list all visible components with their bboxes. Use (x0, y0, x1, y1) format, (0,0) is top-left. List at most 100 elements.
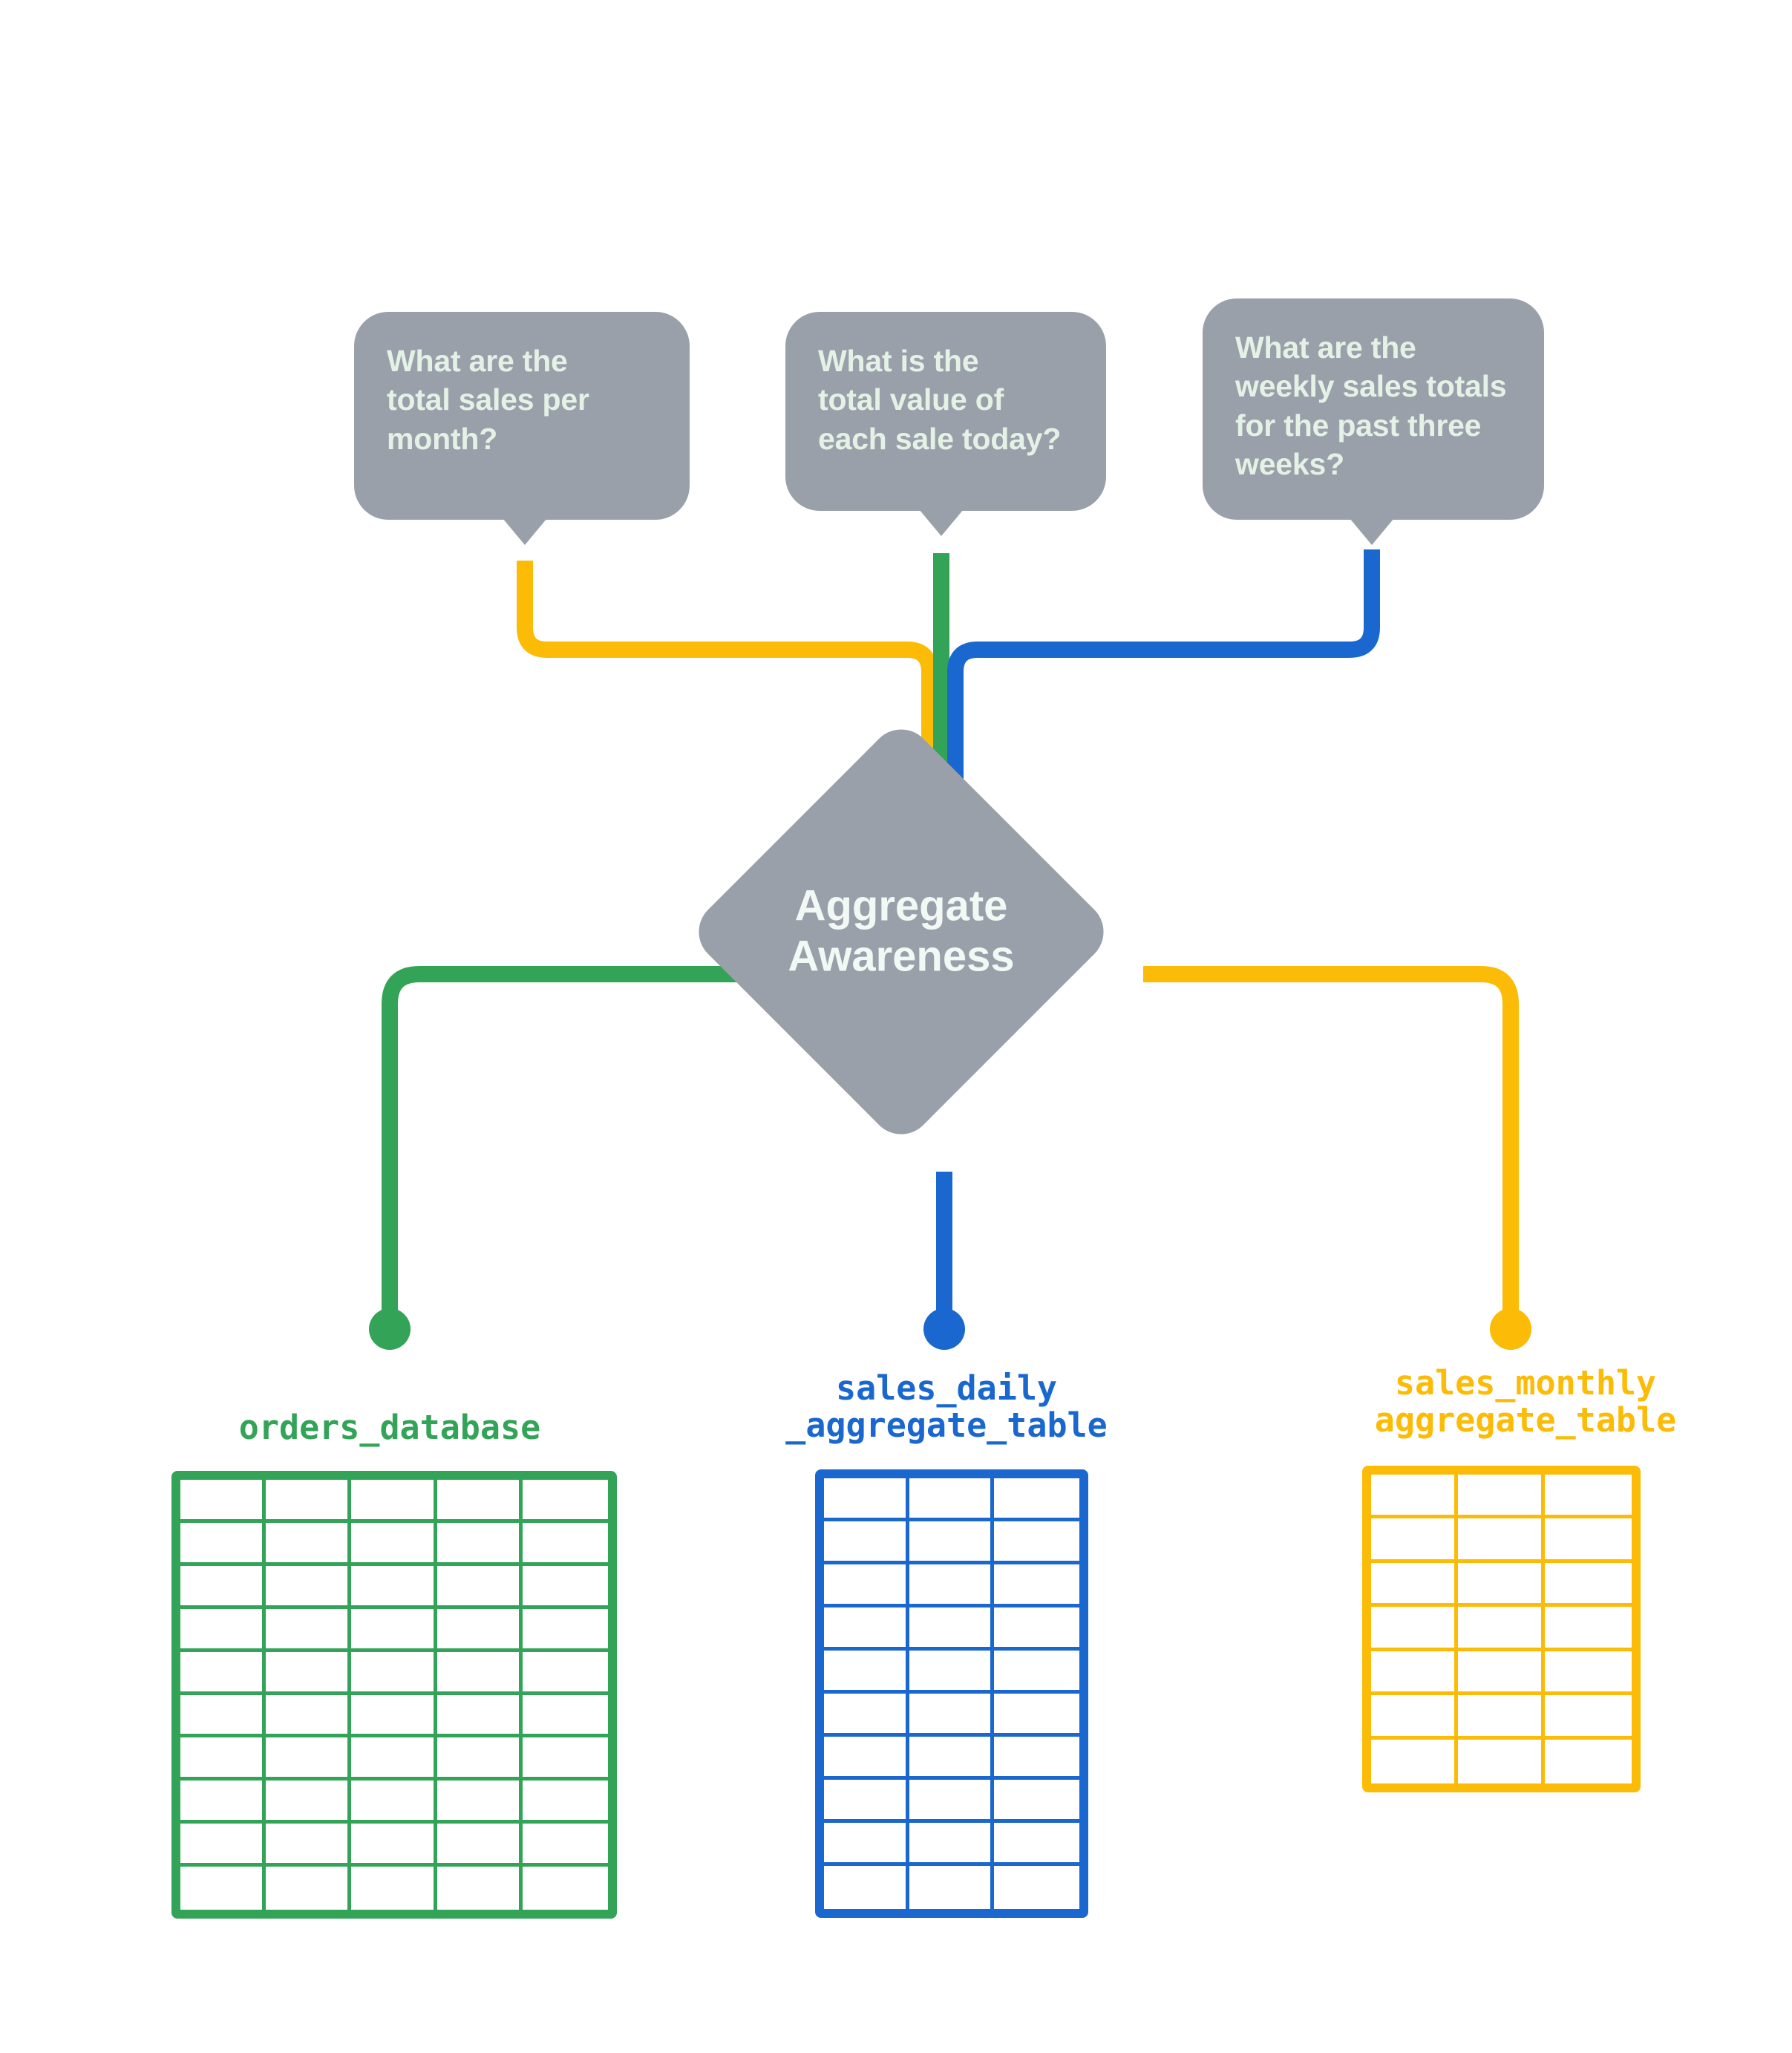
table-cell (1545, 1695, 1632, 1740)
table-cell (1458, 1518, 1545, 1563)
table-cell (994, 1608, 1079, 1651)
question-bubble-daily[interactable]: What is the total value of each sale tod… (785, 312, 1106, 536)
table-cell (1458, 1475, 1545, 1519)
endpoint-dot-blue (923, 1308, 965, 1350)
caption-orders-database: orders_database (238, 1408, 541, 1447)
table-cell (522, 1695, 608, 1738)
table-cell (522, 1480, 608, 1523)
table-cell (1371, 1739, 1458, 1783)
table-cell (351, 1781, 437, 1824)
table-cell (1371, 1695, 1458, 1740)
connector-blue-top (947, 549, 1380, 787)
table-cell (994, 1780, 1079, 1823)
table-cell (436, 1608, 523, 1652)
bubble-tail-icon (503, 518, 547, 545)
table-cell (824, 1651, 909, 1694)
caption-sales-daily-aggregate-table: sales_daily _aggregate_table (785, 1368, 1108, 1446)
table-cell (351, 1824, 437, 1867)
table-cell (351, 1608, 437, 1652)
question-bubble-weekly[interactable]: What are the weekly sales totals for the… (1203, 298, 1544, 545)
table-cell (180, 1737, 266, 1781)
table-cell (180, 1694, 266, 1738)
table-cell (180, 1522, 266, 1566)
table-cell (266, 1651, 352, 1695)
table-cell (1545, 1518, 1632, 1563)
table-sales-daily-aggregate[interactable] (815, 1469, 1088, 1918)
table-cell (351, 1522, 437, 1566)
table-cell (1458, 1607, 1545, 1651)
table-cell (266, 1737, 352, 1781)
aggregate-awareness-node[interactable]: Aggregate Awareness (686, 717, 1116, 1147)
table-cell (351, 1694, 437, 1738)
table-cell (436, 1737, 523, 1781)
table-cell (909, 1608, 995, 1651)
table-cell (522, 1523, 608, 1566)
table-cell (436, 1781, 523, 1824)
table-cell (180, 1480, 266, 1523)
diamond-shape-icon (686, 717, 1116, 1147)
endpoint-dot-yellow (1490, 1308, 1531, 1350)
bubble-tail-icon (919, 509, 964, 536)
table-cell (994, 1651, 1079, 1694)
table-cell (994, 1866, 1079, 1909)
table-cell (994, 1694, 1079, 1737)
table-cell (351, 1565, 437, 1609)
table-cell (436, 1651, 523, 1695)
table-cell (909, 1694, 995, 1737)
table-cell (266, 1522, 352, 1566)
table-cell (1545, 1740, 1632, 1783)
table-cell (436, 1565, 523, 1609)
table-cell (824, 1823, 909, 1866)
table-cell (909, 1521, 995, 1564)
table-cell (909, 1780, 995, 1823)
table-cell (824, 1694, 909, 1737)
table-cell (824, 1780, 909, 1823)
table-cell (1371, 1651, 1458, 1696)
table-cell (522, 1609, 608, 1652)
connector-green-bottom (382, 966, 750, 1314)
table-cell (180, 1651, 266, 1695)
table-cell (994, 1564, 1079, 1608)
table-cell (824, 1564, 909, 1608)
question-bubble-weekly-text: What are the weekly sales totals for the… (1235, 330, 1507, 482)
table-cell (436, 1522, 523, 1566)
table-cell (1371, 1518, 1458, 1563)
table-cell (1545, 1563, 1632, 1608)
table-cell (824, 1478, 909, 1521)
table-cell (1458, 1651, 1545, 1696)
table-cell (180, 1608, 266, 1652)
table-cell (824, 1866, 909, 1909)
table-sales-monthly-aggregate[interactable] (1362, 1466, 1641, 1792)
table-cell (523, 1867, 608, 1910)
table-cell (824, 1737, 909, 1780)
table-cell (994, 1737, 1079, 1780)
table-cell (522, 1737, 608, 1781)
table-cell (351, 1867, 437, 1910)
table-cell (1545, 1651, 1632, 1696)
table-cell (351, 1737, 437, 1781)
caption-sales-monthly-aggregate-table: sales_monthly aggregate_table (1374, 1363, 1677, 1440)
table-cell (266, 1824, 352, 1867)
table-cell (522, 1652, 608, 1695)
connector-yellow-bottom (1143, 966, 1519, 1314)
table-orders-database[interactable] (171, 1471, 617, 1919)
bubble-tail-icon (1350, 518, 1394, 545)
table-cell (522, 1781, 608, 1824)
table-cell (1545, 1607, 1632, 1651)
table-cell (180, 1565, 266, 1609)
table-cell (824, 1608, 909, 1651)
table-cell (909, 1651, 995, 1694)
table-cell (180, 1867, 266, 1910)
table-cell (180, 1781, 266, 1824)
question-bubble-monthly[interactable]: What are the total sales per month? (354, 312, 690, 545)
table-cell (1458, 1739, 1545, 1783)
table-cell (909, 1866, 995, 1909)
table-cell (522, 1566, 608, 1609)
table-cell (436, 1480, 523, 1523)
table-cell (1371, 1562, 1458, 1608)
table-cell (1371, 1607, 1458, 1651)
table-cell (266, 1565, 352, 1609)
table-cell (1371, 1475, 1458, 1519)
